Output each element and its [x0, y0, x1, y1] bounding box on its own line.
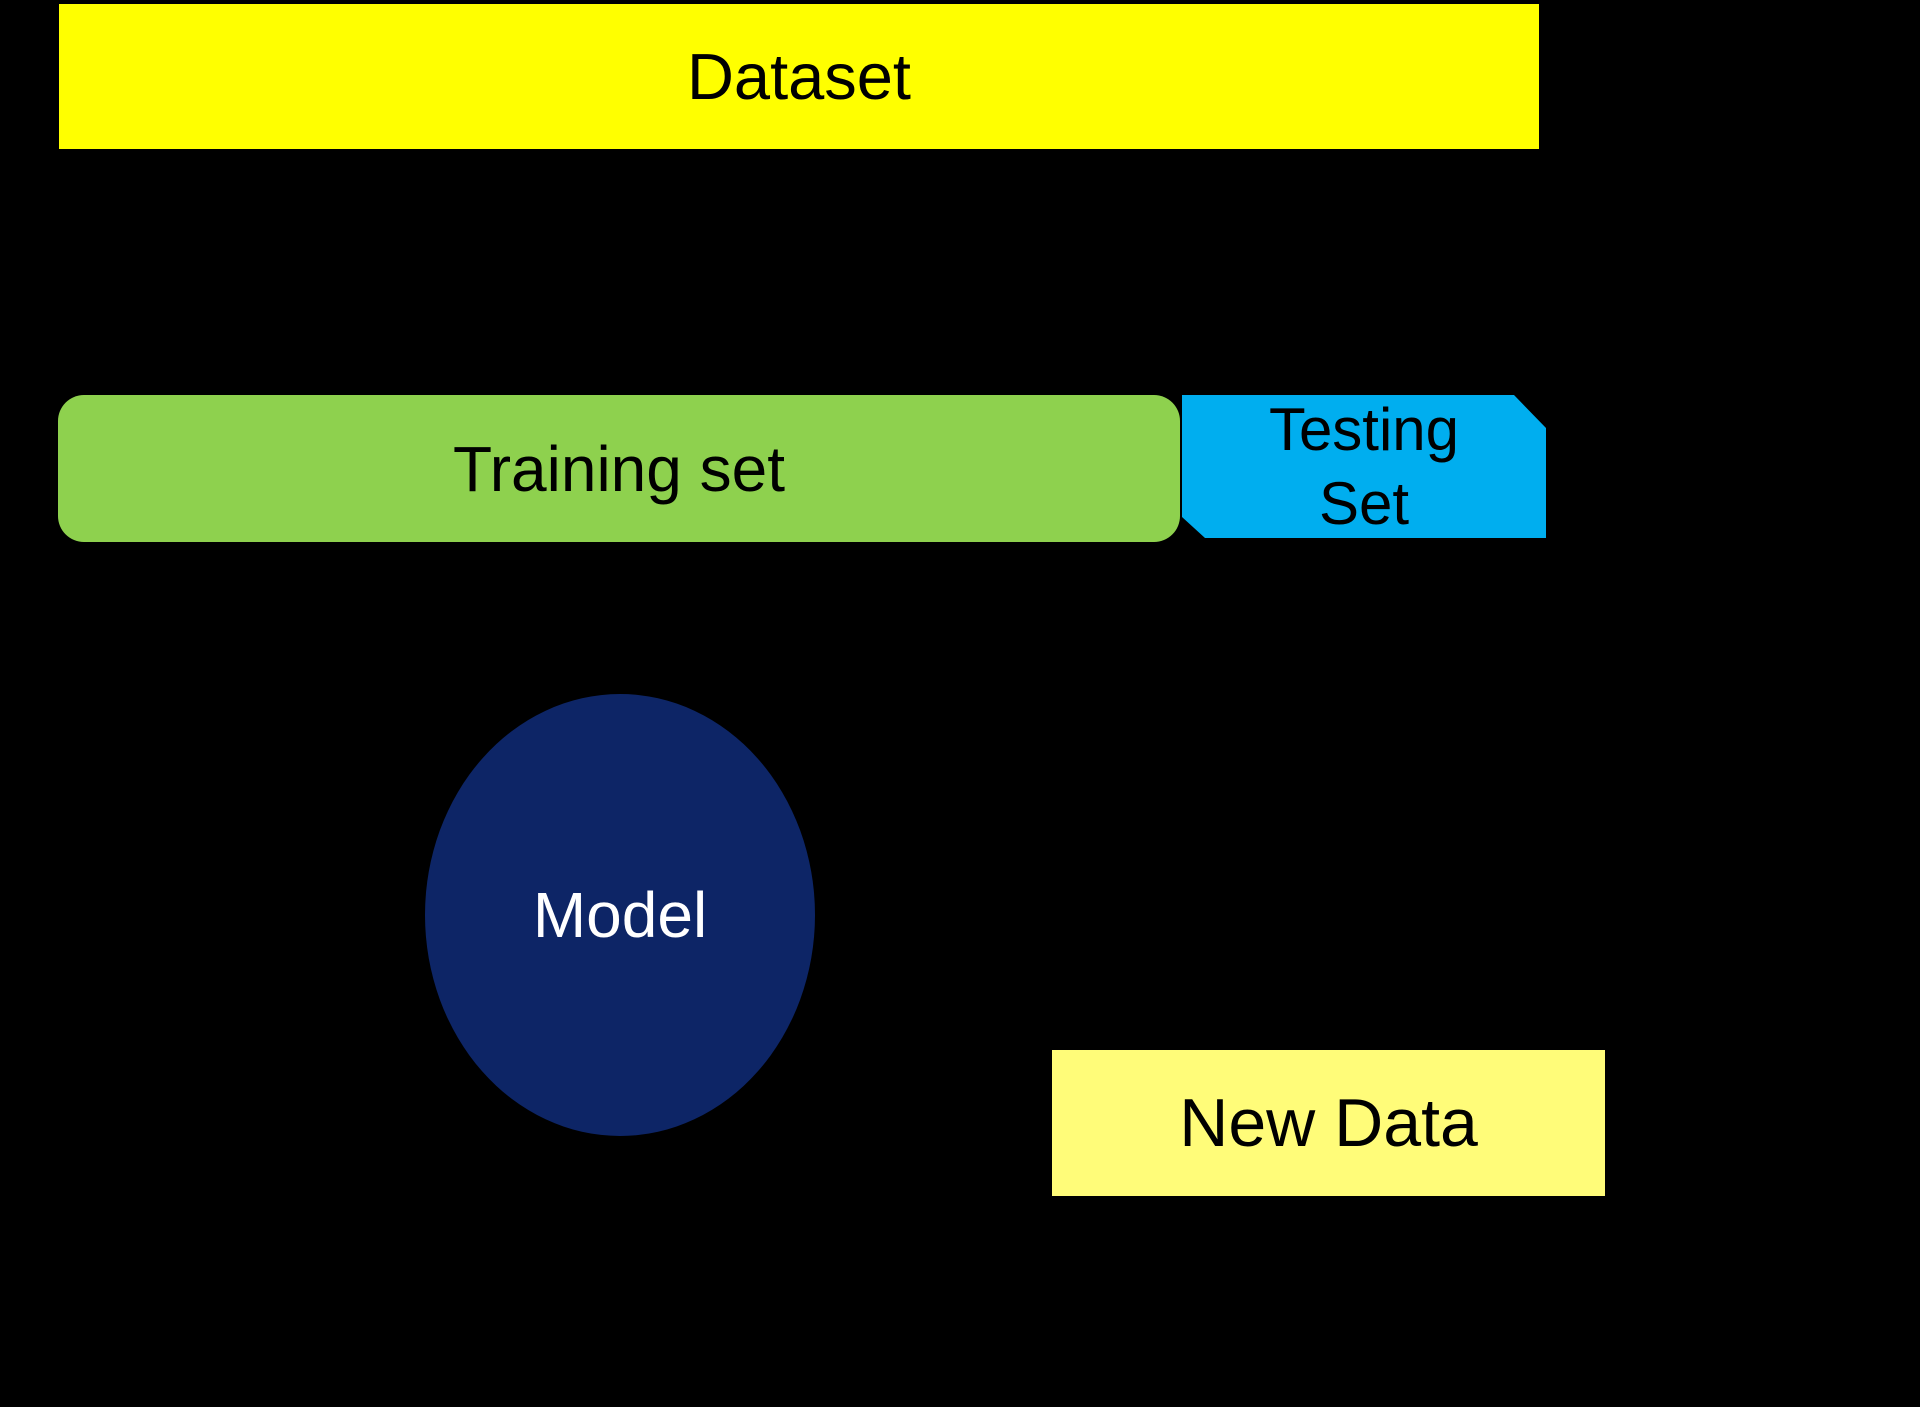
- testing-set-shape: Testing Set: [1182, 395, 1546, 538]
- model-label: Model: [532, 879, 708, 951]
- training-set-box: Training set: [58, 395, 1180, 542]
- training-set-label: Training set: [453, 432, 785, 505]
- new-data-label: New Data: [1179, 1085, 1478, 1161]
- dataset-box: Dataset: [59, 4, 1539, 149]
- dataset-label: Dataset: [686, 40, 911, 113]
- new-data-box: New Data: [1052, 1050, 1605, 1196]
- testing-set-label-line1: Testing: [1268, 395, 1460, 463]
- model-circle: Model: [425, 694, 815, 1136]
- testing-set-label-line2: Set: [1318, 469, 1410, 537]
